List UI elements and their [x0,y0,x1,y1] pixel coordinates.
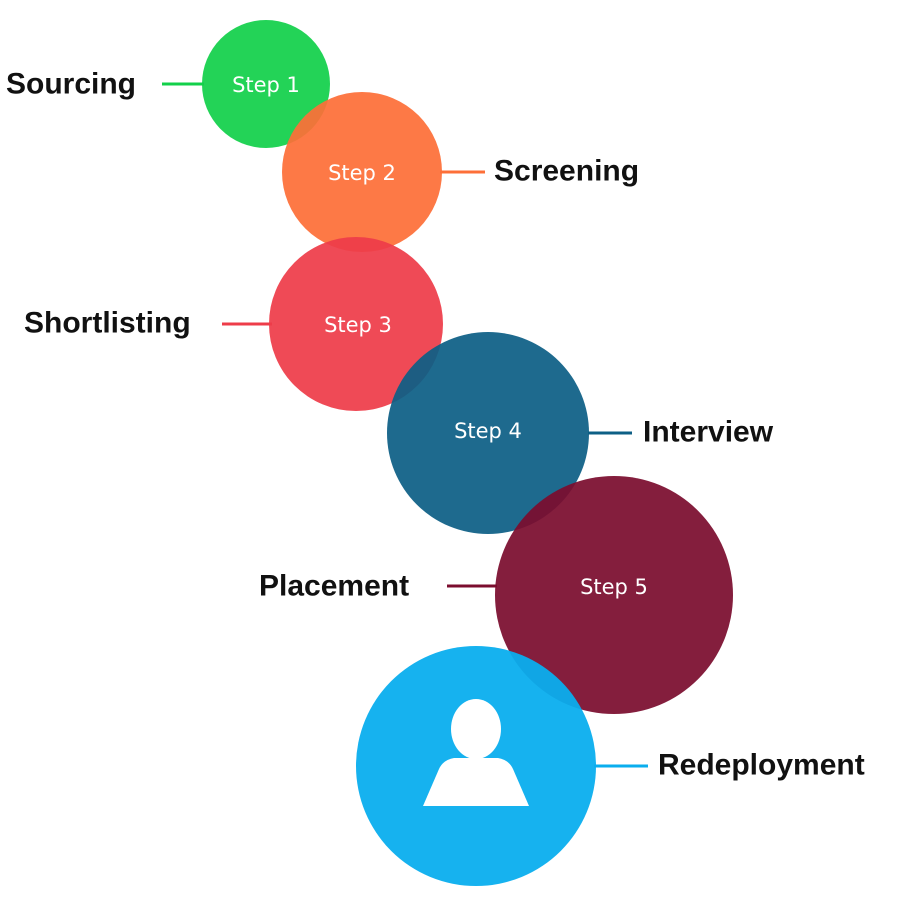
final-stage-group: Redeployment [356,646,865,886]
step-5-stage-label: Placement [259,570,409,603]
step-4-circle [387,332,589,534]
step-5-group: Placement Step 5 [259,476,733,714]
final-stage-label: Redeployment [658,749,865,782]
step-5-text: Step 5 [580,575,648,599]
step-4-group: Interview Step 4 [387,332,774,534]
step-4-stage-label: Interview [643,416,774,449]
step-1-group: Sourcing Step 1 [6,20,330,148]
step-3-group: Shortlisting Step 3 [24,237,443,411]
step-3-text: Step 3 [324,313,392,337]
step-4-text: Step 4 [454,419,522,443]
step-5-circle [495,476,733,714]
step-2-text: Step 2 [328,161,396,185]
step-2-group: Screening Step 2 [282,92,639,252]
step-1-circle [202,20,330,148]
step-3-stage-label: Shortlisting [24,307,191,340]
person-icon [423,699,529,806]
step-3-circle [269,237,443,411]
step-1-text: Step 1 [232,73,300,97]
step-1-stage-label: Sourcing [6,68,136,101]
step-2-circle [282,92,442,252]
step-2-stage-label: Screening [494,155,639,188]
